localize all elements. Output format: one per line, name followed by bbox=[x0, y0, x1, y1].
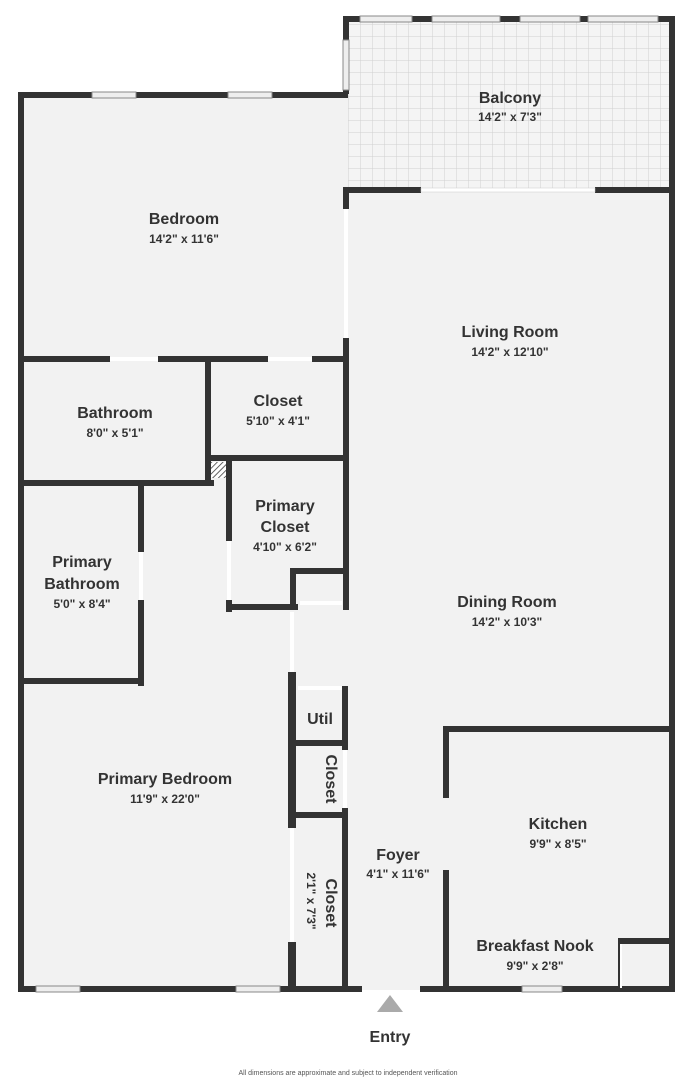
door-openings bbox=[110, 187, 622, 988]
dining-room-name: Dining Room bbox=[457, 594, 557, 611]
dining-room-dims: 14'2" x 10'3" bbox=[472, 615, 542, 629]
disclaimer: All dimensions are approximate and subje… bbox=[238, 1070, 457, 1077]
door-opening bbox=[290, 828, 294, 942]
closet-name: Closet bbox=[254, 393, 304, 410]
floor-areas bbox=[22, 20, 672, 990]
closet-dims: 5'10" x 4'1" bbox=[246, 414, 310, 428]
balcony-tile-floor bbox=[348, 20, 670, 192]
door-opening bbox=[290, 612, 294, 672]
balcony-dims: 14'2" x 7'3" bbox=[478, 110, 542, 124]
living-room-dims: 14'2" x 12'10" bbox=[471, 345, 548, 359]
window bbox=[359, 15, 413, 23]
door-opening bbox=[343, 750, 347, 808]
breakfast-nook-dims: 9'9" x 2'8" bbox=[506, 959, 563, 973]
closet-small-name: Closet bbox=[322, 755, 339, 805]
kitchen-dims: 9'9" x 8'5" bbox=[529, 837, 586, 851]
bathroom-dims: 8'0" x 5'1" bbox=[86, 426, 143, 440]
foyer-dims: 4'1" x 11'6" bbox=[366, 867, 429, 881]
window bbox=[91, 91, 137, 99]
closet-tall-dims: 2'1" x 7'3" bbox=[304, 872, 318, 929]
bathroom-name: Bathroom bbox=[77, 405, 153, 422]
window bbox=[227, 91, 273, 99]
door-opening bbox=[344, 209, 348, 338]
window bbox=[342, 39, 350, 91]
entry-label: Entry bbox=[370, 1029, 411, 1046]
balcony-name: Balcony bbox=[479, 90, 541, 107]
primary-closet-name-line2: Closet bbox=[261, 519, 311, 536]
windows bbox=[35, 15, 659, 993]
primary-bathroom-name-line2: Bathroom bbox=[44, 576, 120, 593]
door-opening bbox=[620, 944, 622, 988]
window bbox=[35, 985, 81, 993]
window bbox=[431, 15, 501, 23]
door-opening bbox=[110, 357, 158, 361]
door-opening bbox=[300, 601, 342, 605]
kitchen-name: Kitchen bbox=[529, 816, 588, 833]
door-opening bbox=[227, 541, 231, 600]
bedroom-name: Bedroom bbox=[149, 211, 219, 228]
primary-bedroom-name: Primary Bedroom bbox=[98, 771, 232, 788]
util-name: Util bbox=[307, 711, 333, 728]
door-opening bbox=[139, 552, 143, 600]
bedroom-dims: 14'2" x 11'6" bbox=[149, 232, 219, 246]
window bbox=[235, 985, 281, 993]
door-opening bbox=[298, 686, 342, 690]
primary-bathroom-name-line1: Primary bbox=[52, 554, 112, 571]
window bbox=[519, 15, 581, 23]
living-room-name: Living Room bbox=[462, 324, 559, 341]
primary-closet-dims: 4'10" x 6'2" bbox=[253, 540, 317, 554]
primary-closet-name-line1: Primary bbox=[255, 498, 315, 515]
breakfast-nook-name: Breakfast Nook bbox=[476, 938, 593, 955]
entry-arrow-icon bbox=[377, 995, 403, 1012]
primary-bathroom-dims: 5'0" x 8'4" bbox=[53, 597, 110, 611]
window bbox=[521, 985, 563, 993]
door-opening bbox=[268, 357, 312, 361]
primary-bedroom-dims: 11'9" x 22'0" bbox=[130, 792, 200, 806]
shaft-hatch bbox=[210, 462, 226, 478]
room-labels: Balcony 14'2" x 7'3" Bedroom 14'2" x 11'… bbox=[44, 90, 594, 1077]
closet-tall-name: Closet bbox=[322, 879, 339, 929]
window bbox=[587, 15, 659, 23]
sliding-door-balcony bbox=[420, 187, 596, 193]
foyer-name: Foyer bbox=[376, 847, 420, 864]
